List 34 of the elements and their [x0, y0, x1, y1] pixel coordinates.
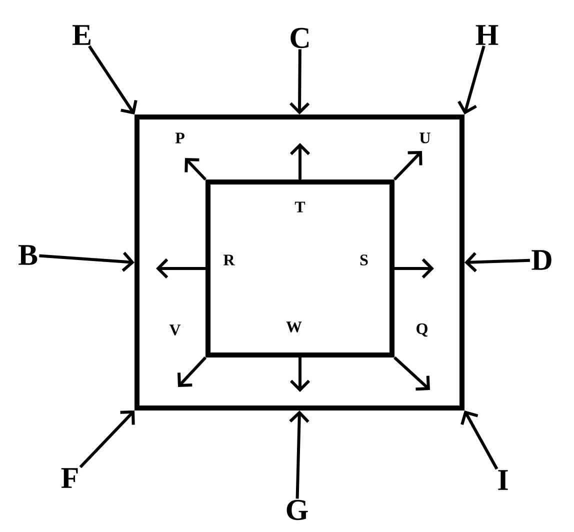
edge-label: T — [294, 200, 306, 214]
letter-label: E — [72, 25, 90, 45]
letter-label: G — [286, 500, 308, 520]
arrow — [88, 45, 138, 114]
arrow — [289, 410, 310, 499]
edge-label: Q — [414, 322, 430, 338]
arrow — [290, 358, 310, 392]
edge-label: P — [174, 132, 186, 144]
arrow — [79, 410, 135, 468]
square — [206, 180, 394, 358]
edge-label: U — [418, 132, 432, 144]
edge-label: W — [285, 320, 303, 334]
arrow — [156, 258, 206, 279]
arrow — [458, 46, 486, 114]
arrow — [184, 158, 207, 181]
letter-label: F — [61, 468, 78, 488]
edge-label: S — [358, 254, 370, 266]
edge-label: R — [222, 254, 236, 266]
square — [134, 114, 464, 410]
arrow — [39, 252, 134, 272]
letter-label: H — [476, 25, 498, 45]
arrow — [460, 410, 498, 470]
arrow — [178, 356, 207, 387]
letter-label: C — [290, 28, 309, 48]
arrow — [393, 356, 430, 391]
letter-label: B — [18, 245, 38, 265]
letter-label: I — [498, 470, 508, 490]
arrow — [290, 49, 310, 114]
arrow — [290, 143, 310, 180]
letter-label: D — [532, 250, 552, 270]
arrow — [464, 252, 530, 272]
arrow — [394, 258, 434, 279]
arrow — [393, 151, 422, 181]
edge-label: V — [168, 324, 182, 336]
